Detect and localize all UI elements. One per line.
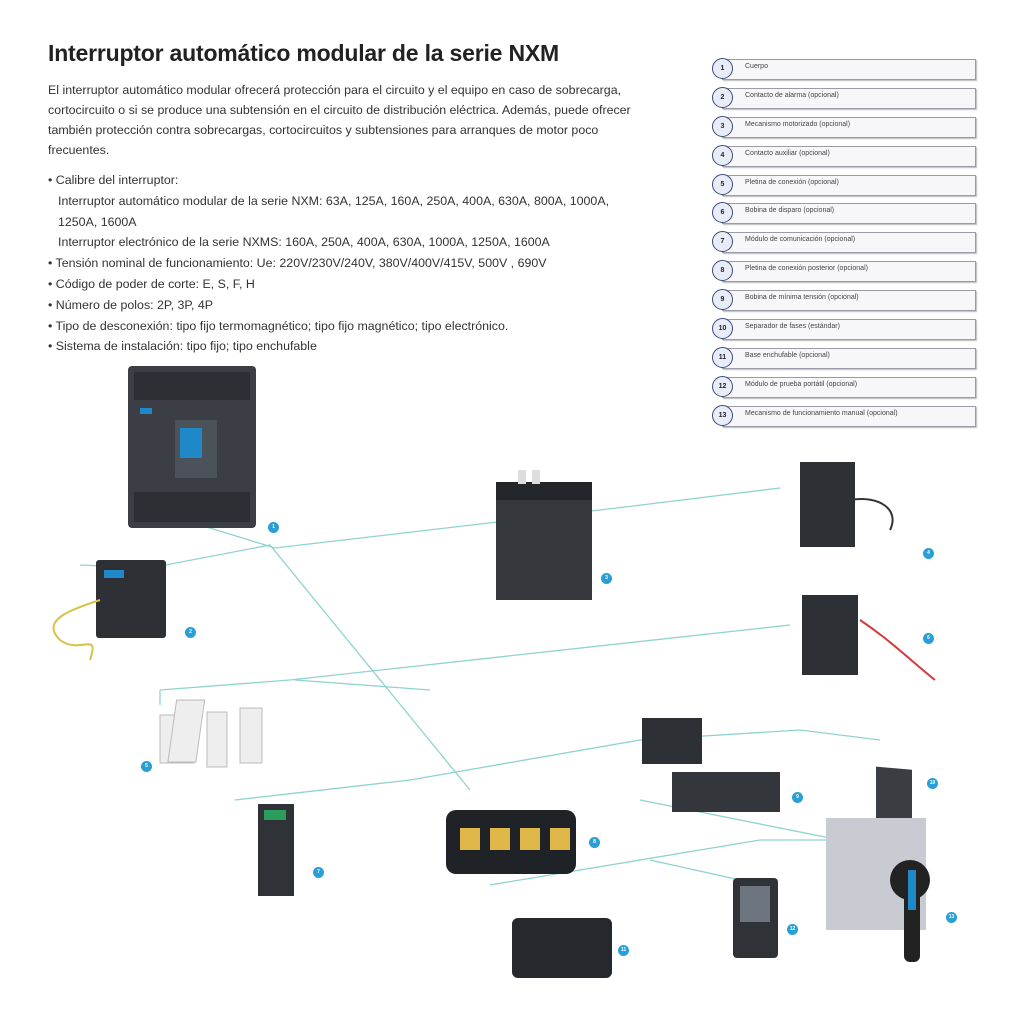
legend-number: 11: [712, 346, 733, 368]
legend-label: Bobina de disparo (opcional): [745, 207, 835, 215]
connection-plates: [159, 699, 263, 768]
legend-item: 7 Módulo de comunicación (opcional): [712, 231, 976, 254]
part-badge-5: 5: [141, 761, 152, 772]
portable-tester: [733, 878, 778, 958]
legend-number: 12: [712, 375, 733, 397]
legend-number: 13: [712, 404, 733, 426]
legend-number: 4: [712, 144, 733, 166]
legend-label: Cuerpo: [745, 63, 768, 70]
part-badge-2: 2: [185, 627, 196, 638]
legend-number: 1: [712, 58, 733, 79]
part-badge-10: 10: [927, 778, 938, 789]
part-badge-7: 7: [313, 867, 324, 878]
spec-tension: • Tensión nominal de funcionamiento: Ue:…: [48, 256, 547, 271]
legend-item: 6 Bobina de disparo (opcional): [712, 202, 976, 225]
undervoltage-coil: [642, 718, 702, 764]
legend-label: Bobina de mínima tensión (opcional): [745, 294, 859, 302]
legend-number: 3: [712, 115, 733, 137]
legend-number: 2: [712, 86, 733, 108]
legend-number: 9: [712, 289, 733, 311]
legend-label: Mecanismo motorizado (opcional): [745, 120, 851, 128]
parts-legend: (function(){ var d = JSON.parse(document…: [712, 58, 976, 434]
spec-codigo: • Código de poder de corte: E, S, F, H: [48, 276, 255, 291]
plug-in-base: [512, 918, 612, 978]
legend-label: Separador de fases (estándar): [745, 323, 840, 331]
legend-item: 5 Pletina de conexión (opcional): [712, 173, 976, 196]
part-badge-13: 13: [946, 912, 957, 923]
part-badge-12: 12: [787, 924, 798, 935]
legend-label: Contacto auxiliar (opcional): [745, 149, 830, 157]
legend-label: Módulo de prueba portátil (opcional): [745, 380, 858, 388]
spec-list: • Calibre del interruptor: Interruptor a…: [48, 170, 648, 357]
legend-item: 1 Cuerpo: [712, 58, 976, 80]
legend-number: 10: [712, 318, 733, 340]
spec-calibre-nxm: Interruptor automático modular de la ser…: [58, 193, 610, 229]
spec-polos: • Número de polos: 2P, 3P, 4P: [48, 297, 214, 312]
part-badge-11: 11: [618, 945, 629, 956]
spec-instalacion: • Sistema de instalación: tipo fijo; tip…: [48, 339, 317, 354]
legend-item: 2 Contacto de alarma (opcional): [712, 86, 976, 109]
spec-desconexion: • Tipo de desconexión: tipo fijo termoma…: [48, 318, 509, 333]
manual-operating-mechanism: [826, 818, 930, 962]
rear-connection-plate: [446, 810, 576, 874]
part-badge-6: 6: [923, 633, 934, 644]
legend-label: Pletina de conexión (opcional): [745, 178, 839, 186]
rear-terminal-block: [672, 772, 780, 812]
shunt-trip: [802, 595, 936, 681]
legend-item: 3 Mecanismo motorizado (opcional): [712, 115, 976, 138]
legend-item: 4 Contacto auxiliar (opcional): [712, 144, 976, 167]
alarm-contact: [52, 560, 166, 661]
page-title: Interruptor automático modular de la ser…: [48, 40, 559, 66]
legend-label: Pletina de conexión posterior (opcional): [745, 265, 868, 273]
legend-item: 8 Pletina de conexión posterior (opcional…: [712, 260, 976, 283]
legend-number: 5: [712, 173, 733, 195]
communication-module: [258, 804, 294, 896]
part-badge-3: 3: [601, 573, 612, 584]
legend-label: Mecanismo de funcionamiento manual (opci…: [745, 409, 898, 417]
legend-number: 6: [712, 202, 733, 224]
part-badge-1: 1: [268, 522, 279, 533]
legend-label: Base enchufable (opcional): [745, 351, 830, 359]
spec-calibre-nxms: Interruptor electrónico de la serie NXMS…: [58, 235, 550, 250]
part-badge-8: 8: [589, 837, 600, 848]
auxiliary-contact: [800, 462, 894, 547]
legend-item: 9 Bobina de mínima tensión (opcional): [712, 289, 976, 312]
intro-paragraph: El interruptor automático modular ofrece…: [48, 83, 631, 157]
spec-calibre-heading: • Calibre del interruptor:: [48, 173, 179, 187]
legend-label: Contacto de alarma (opcional): [745, 91, 839, 99]
motor-mechanism: [496, 470, 592, 600]
part-badge-4: 4: [923, 548, 934, 559]
legend-item: 10 Separador de fases (estándar): [712, 318, 976, 341]
part-badge-9: 9: [792, 792, 803, 803]
legend-number: 7: [712, 231, 733, 253]
legend-item: 12 Módulo de prueba portátil (opcional): [712, 375, 976, 398]
breaker-body: [128, 366, 256, 528]
legend-label: Módulo de comunicación (opcional): [745, 236, 856, 244]
legend-number: 8: [712, 260, 733, 282]
legend-item: 11 Base enchufable (opcional): [712, 346, 976, 369]
legend-item: 13 Mecanismo de funcionamiento manual (op…: [712, 404, 976, 427]
